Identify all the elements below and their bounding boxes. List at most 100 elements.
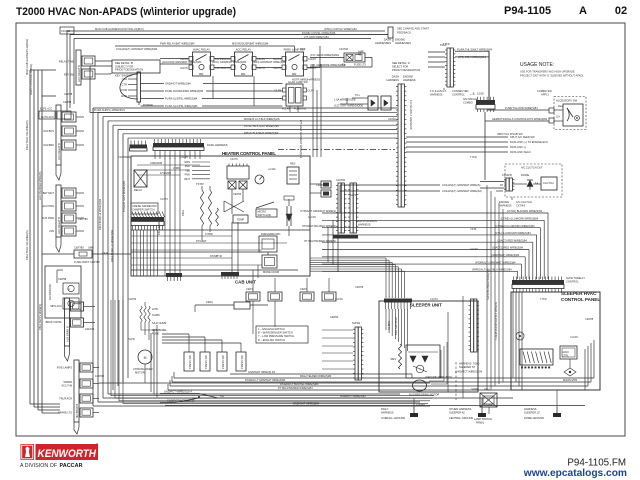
svg-text:(LT/GN) BLK/GRN WIRE(S)84: (LT/GN) BLK/GRN WIRE(S)84 [507,209,543,213]
svg-text:P/BLW BLK/WHT WIRE(S)84: P/BLW BLK/WHT WIRE(S)84 [244,131,278,135]
svg-text:C&P68: C&P68 [64,92,73,96]
svg-text:OTHER HARNESS: OTHER HARNESS [449,407,472,411]
svg-text:C&P54: C&P54 [233,192,242,196]
svg-text:SEE DETAIL 'B': SEE DETAIL 'B' [115,61,134,65]
svg-text:+: + [419,368,421,372]
svg-text:FUSE LT5: FUSE LT5 [354,63,366,67]
svg-text:BLOWER/DRIVE MOTOR: BLOWER/DRIVE MOTOR [409,393,439,397]
svg-text:CONNECTED: CONNECTED [452,89,469,93]
svg-text:C/CHAS(LT) GRN/WHT WIRE(S2): C/CHAS(LT) GRN/WHT WIRE(S2) [442,189,482,193]
svg-text:WHT: WHT [184,177,190,181]
svg-text:PRESS SW: PRESS SW [221,355,225,369]
svg-text:– 6: – 6 [470,92,475,96]
svg-text:C10D(S): C10D(S) [502,173,512,177]
svg-text:C10792: C10792 [95,374,105,378]
svg-text:C&P58: C&P58 [58,277,67,281]
svg-text:BRAK CNTRL: BRAK CNTRL [46,320,63,324]
svg-text:BAT MGT: BAT MGT [43,191,55,195]
svg-text:COM: COM [121,88,127,92]
svg-text:CONTROL PANEL: CONTROL PANEL [561,297,600,302]
svg-text:APPLY: APPLY [541,93,549,97]
svg-text:DATA LINK (-): DATA LINK (-) [510,145,526,149]
svg-text:CLF36: CLF36 [180,155,188,159]
svg-text:(IGN) GRN/WHT WIRE(S)84: (IGN) GRN/WHT WIRE(S)84 [253,60,287,64]
svg-text:(LT/L) ILLUM/GRN WIRE(S)84: (LT/L) ILLUM/GRN WIRE(S)84 [495,231,531,235]
svg-text:PINOUT DESIGNATION: PINOUT DESIGNATION [115,68,143,72]
svg-text:RH WINDOW: RH WINDOW [48,284,52,300]
svg-text:C&P68: C&P68 [63,100,72,104]
svg-text:P/CEDH LT BLU/YEL WIRE(S)84: P/CEDH LT BLU/YEL WIRE(S)84 [280,382,319,386]
svg-text:USAGE NOTE:: USAGE NOTE: [520,62,554,68]
svg-text:C1079: C1079 [160,197,168,201]
svg-text:P/RA SUPPL WIRE(S): P/RA SUPPL WIRE(S) [38,304,42,330]
svg-text:Res: Res [558,104,563,108]
svg-text:SLEEPER 4Z: SLEEPER 4Z [449,411,465,415]
svg-text:CLF15: CLF15 [215,57,223,61]
svg-text:FRESH AIR/RECIRC: FRESH AIR/RECIRC [133,204,157,208]
svg-text:Tan: Tan [220,394,225,398]
svg-text:PT/GALT GRN WIRE(S)84: PT/GALT GRN WIRE(S)84 [122,181,126,212]
svg-text:CKT/4S: CKT/4S [516,204,525,208]
svg-text:P/RA: P/RA [181,210,185,216]
svg-text:HVAC: HVAC [562,350,569,354]
svg-text:PT00A/LT BLU/BLK WIRE(S): PT00A/LT BLU/BLK WIRE(S) [302,224,336,228]
svg-text:IGN: IGN [49,229,54,233]
svg-text:1.5A WIRE/DIODE: 1.5A WIRE/DIODE [334,98,356,102]
svg-text:CLF70: CLF70 [257,66,265,70]
svg-text:C10DWDM: C10DWDM [118,155,131,159]
svg-text:ADLP11: ADLP11 [85,327,95,331]
svg-text:(GND/RCT WIRE(S) 84: (GND/RCT WIRE(S) 84 [455,370,483,374]
svg-text:MM: MM [199,72,203,76]
svg-text:INPUT A/L P/SUB SW: INPUT A/L P/SUB SW [497,132,523,136]
svg-text:KEY SWITCH: KEY SWITCH [115,74,132,78]
svg-text:LT5 GRN WIRE(S)84: LT5 GRN WIRE(S)84 [304,35,329,39]
svg-text:HARNESS: HARNESS [381,411,394,415]
svg-text:SLPR BLOWER WIRE(S): SLPR BLOWER WIRE(S) [486,270,490,300]
svg-text:HVAC RELAY: HVAC RELAY [193,48,210,52]
svg-text:MODE B L/LT BLK WIRE(S)2S: MODE B L/LT BLK WIRE(S)2S [244,117,280,121]
svg-text:A/C CLUTCH: A/C CLUTCH [516,200,532,204]
svg-text:DASH: DASH [392,75,399,79]
svg-text:FEEDBACK: FEEDBACK [397,31,411,35]
svg-text:MAIN CAB HARNESS ROUTING 22(BL: MAIN CAB HARNESS ROUTING 22(BLK) [95,27,144,31]
svg-text:SPLIT A/C FEED SW: SPLIT A/C FEED SW [510,135,535,139]
svg-text:DATA LINK SHLD: DATA LINK SHLD [510,150,531,154]
svg-text:ACC RELAY: ACC RELAY [236,48,252,52]
svg-text:CLF70: CLF70 [215,66,223,70]
svg-text:C10D: C10D [477,92,484,96]
svg-text:MM: MM [292,72,296,76]
svg-text:PNK: PNK [185,173,191,177]
svg-text:GRN: GRN [184,160,190,164]
svg-text:FUSE: FUSE [294,107,301,111]
svg-text:P/CMBYR: P/CMBYR [210,254,222,258]
svg-text:C/7W01: C/7W01 [416,403,426,407]
svg-text:CLF15: CLF15 [257,57,265,61]
svg-text:02: 02 [615,5,627,17]
svg-text:C&P68: C&P68 [355,285,364,289]
svg-text:SLEEPER UNIT: SLEEPER UNIT [410,303,442,308]
svg-text:MICRO: MICRO [258,210,267,214]
svg-text:FUSE TILL/ACE WIRE(S)84: FUSE TILL/ACE WIRE(S)84 [505,106,538,110]
svg-text:CLUTCH: CLUTCH [543,181,554,185]
svg-text:MAIN CAB HARNESS 22(BLK): MAIN CAB HARNESS 22(BLK) [25,39,29,75]
svg-text:COMBO: COMBO [463,101,473,105]
svg-text:T.OEM ROOM SUPPLY W/SLPR: T.OEM ROOM SUPPLY W/SLPR [494,302,498,340]
svg-text:ACC RELAY B: ACC RELAY B [57,143,61,160]
svg-text:OVERALL GROUND: OVERALL GROUND [381,416,405,420]
svg-text:P94-1105: P94-1105 [504,5,551,17]
svg-text:(S/ACT) RED WIRE(S)84: (S/ACT) RED WIRE(S)84 [497,238,527,242]
svg-text:HARNESS: HARNESS [524,407,537,411]
svg-text:(PL/RA SUPPL) WIRE BUS: (PL/RA SUPPL) WIRE BUS [93,108,125,112]
svg-text:UMF: UMF [88,246,94,250]
svg-text:PL/RA SL/DFSL WIRE(S)84: PL/RA SL/DFSL WIRE(S)84 [165,97,198,101]
svg-text:C&P780: C&P780 [78,217,88,221]
svg-text:CLF70: CLF70 [273,66,281,70]
svg-text:MODE DOOR: MODE DOOR [263,270,279,274]
svg-text:BLU GRN WHT: BLU GRN WHT [394,316,398,335]
svg-text:CLF30: CLF30 [570,335,578,339]
svg-text:PRL07: PRL07 [484,388,492,392]
svg-text:USE FOR TRANSFERS W/O HIGH UPG: USE FOR TRANSFERS W/O HIGH UPGRADE [520,70,575,74]
svg-text:PACCAR: PACCAR [60,463,83,469]
svg-text:SWITCH(S): SWITCH(S) [258,213,272,217]
svg-text:GND/RCT WIRE(S)L9.4: GND/RCT WIRE(S)L9.4 [164,390,192,394]
